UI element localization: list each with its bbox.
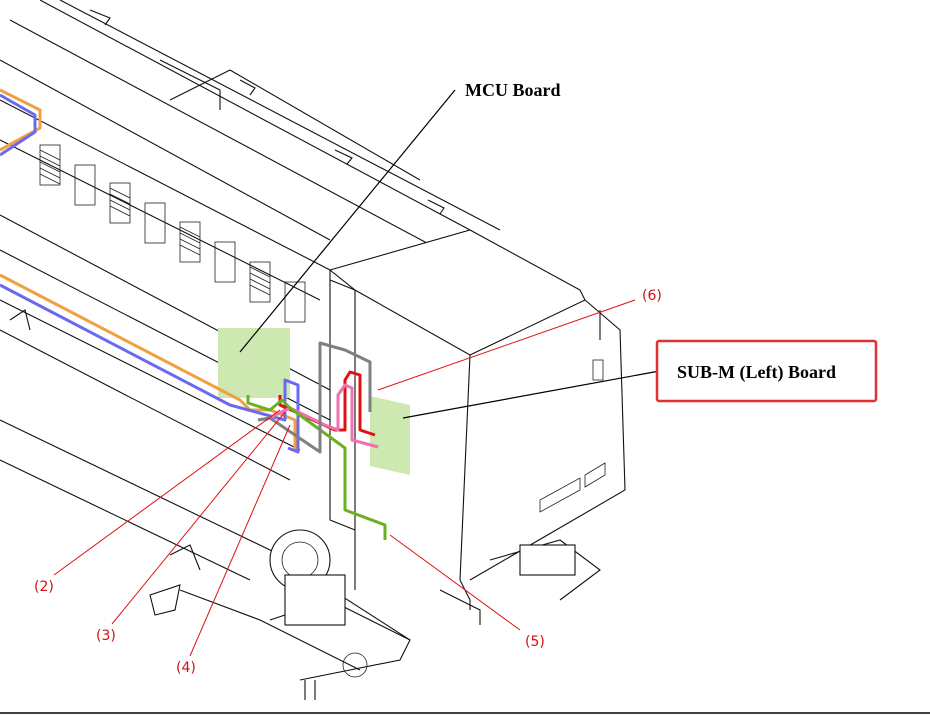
- callout-label-2: (2): [34, 579, 54, 595]
- callout-line-5: [389, 534, 521, 631]
- callout-label-5: (5): [525, 634, 545, 650]
- mcu-leader-line: [239, 89, 456, 353]
- printer-body: [0, 0, 626, 700]
- pink-cable: [264, 383, 379, 449]
- sub-m-board: [370, 396, 410, 475]
- callout-line-2: [53, 409, 281, 576]
- callout-line-4: [189, 424, 291, 657]
- callout-line-3: [111, 411, 286, 625]
- blue-cable: [0, 283, 300, 454]
- mcu-board: [218, 328, 290, 398]
- sub-m-highlight-box: [655, 339, 878, 403]
- cable-harness: [0, 88, 387, 540]
- gray-cable: [257, 341, 372, 454]
- green-cable: [246, 395, 387, 540]
- callout-lines: [53, 299, 636, 657]
- orange-cable: [0, 273, 297, 450]
- callout-label-6: (6): [642, 288, 662, 304]
- sub-m-leader-line: [402, 369, 666, 419]
- orange-cable-upper: [0, 88, 42, 152]
- callout-label-4: (4): [176, 660, 196, 676]
- callout-line-6: [377, 299, 636, 391]
- vent-grille: [39, 144, 306, 323]
- sub-m-board-label: SUB-M (Left) Board: [677, 362, 836, 383]
- blue-cable-upper: [0, 93, 37, 157]
- callout-label-3: (3): [96, 628, 116, 644]
- mcu-board-label: MCU Board: [465, 80, 561, 100]
